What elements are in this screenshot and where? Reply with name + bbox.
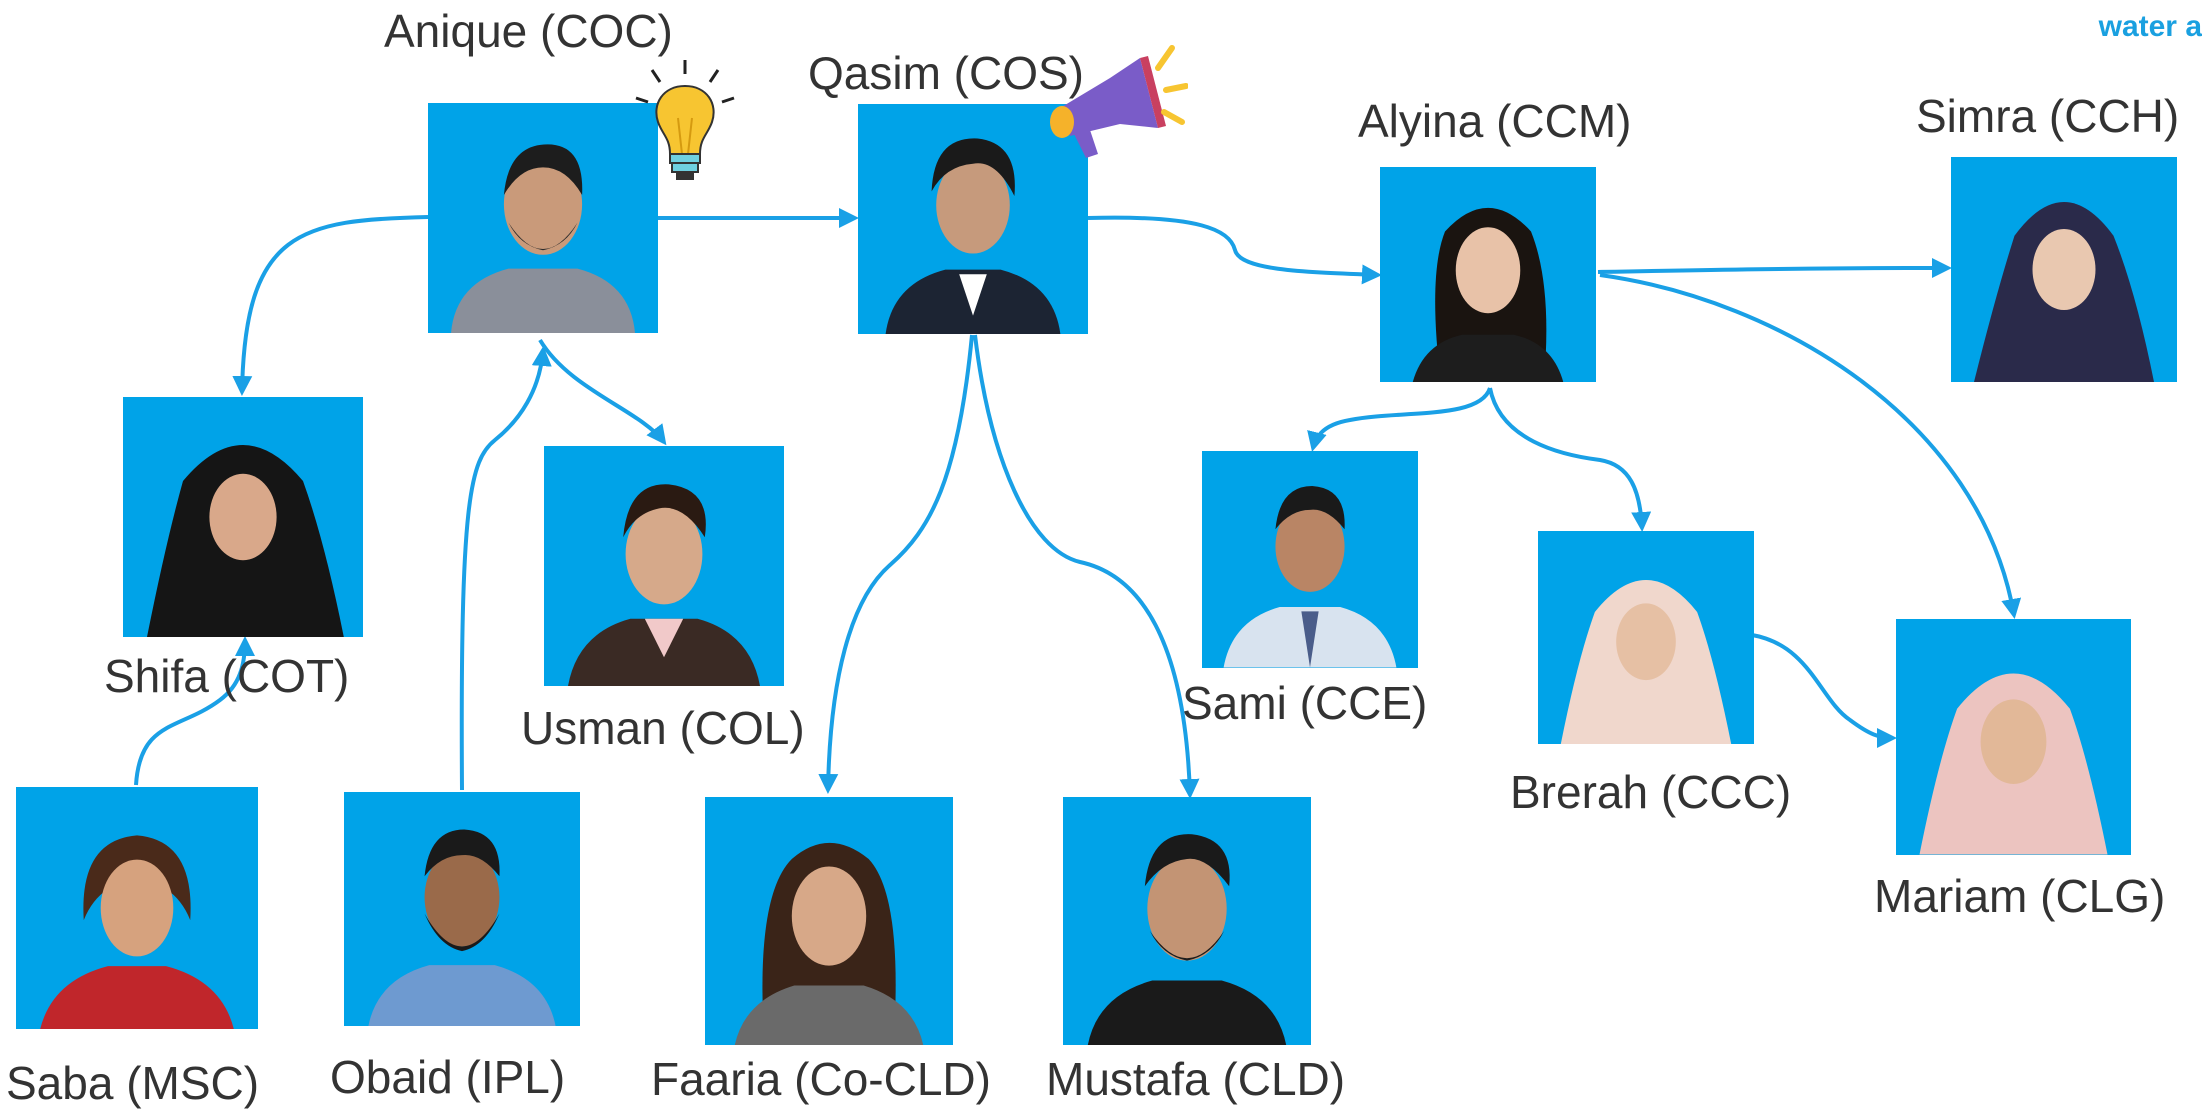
- portrait-usman: [544, 446, 784, 686]
- edge-alyina-mariam: [1599, 273, 2022, 619]
- portrait-faaria: [705, 797, 953, 1045]
- edge-qasim-faaria: [818, 334, 974, 794]
- photo-obaid: [344, 792, 580, 1026]
- edge-anique-shifa: [232, 215, 429, 396]
- photo-mustafa: [1063, 797, 1311, 1045]
- edge-anique-usman: [538, 338, 667, 446]
- label-anique: Anique (COC): [384, 5, 673, 57]
- edge-saba-shifa: [134, 636, 255, 786]
- portrait-mustafa: [1063, 797, 1311, 1045]
- photo-faaria: [705, 797, 953, 1045]
- photo-sami: [1202, 451, 1418, 668]
- label-brerah: Brerah (CCC): [1510, 766, 1792, 818]
- portrait-saba: [16, 787, 258, 1029]
- portrait-mariam: [1896, 619, 2131, 855]
- corner-text: water a: [2098, 10, 2202, 43]
- label-shifa: Shifa (COT): [104, 650, 350, 702]
- portrait-simra: [1951, 157, 2177, 382]
- edge-brerah-mariam: [1751, 633, 1897, 748]
- label-qasim: Qasim (COS): [808, 47, 1084, 99]
- edge-qasim-alyina: [1087, 215, 1382, 285]
- label-mustafa: Mustafa (CLD): [1046, 1053, 1346, 1105]
- megaphone-icon: [1050, 45, 1188, 158]
- edge-alyina-simra: [1597, 258, 1952, 279]
- photo-usman: [544, 446, 784, 686]
- portrait-sami: [1202, 451, 1418, 668]
- portrait-anique: [428, 103, 658, 333]
- portrait-alyina: [1380, 167, 1596, 382]
- label-usman: Usman (COL): [521, 702, 805, 754]
- portrait-obaid: [345, 792, 579, 1026]
- label-sami: Sami (CCE): [1182, 677, 1428, 729]
- photo-saba: [16, 787, 258, 1029]
- photo-alyina: [1380, 167, 1596, 382]
- photo-mariam: [1896, 619, 2131, 855]
- edge-alyina-sami: [1307, 387, 1492, 452]
- portrait-qasim: [858, 104, 1088, 334]
- edge-alyina-brerah: [1488, 387, 1652, 532]
- portrait-brerah: [1539, 531, 1753, 744]
- label-mariam: Mariam (CLG): [1874, 870, 2166, 922]
- label-saba: Saba (MSC): [6, 1057, 260, 1109]
- photo-shifa: [123, 397, 363, 637]
- label-obaid: Obaid (IPL): [330, 1051, 566, 1103]
- photo-anique: [428, 103, 658, 333]
- lightbulb-icon: [635, 60, 735, 180]
- label-alyina: Alyina (CCM): [1358, 95, 1632, 147]
- photo-brerah: [1538, 531, 1754, 744]
- edge-obaid-anique: [459, 346, 552, 791]
- photo-simra: [1951, 157, 2177, 382]
- edge-qasim-mustafa: [973, 334, 1200, 799]
- portrait-shifa: [123, 397, 363, 637]
- label-simra: Simra (CCH): [1916, 90, 2180, 142]
- label-faaria: Faaria (Co-CLD): [651, 1053, 991, 1105]
- photo-qasim: [858, 104, 1088, 334]
